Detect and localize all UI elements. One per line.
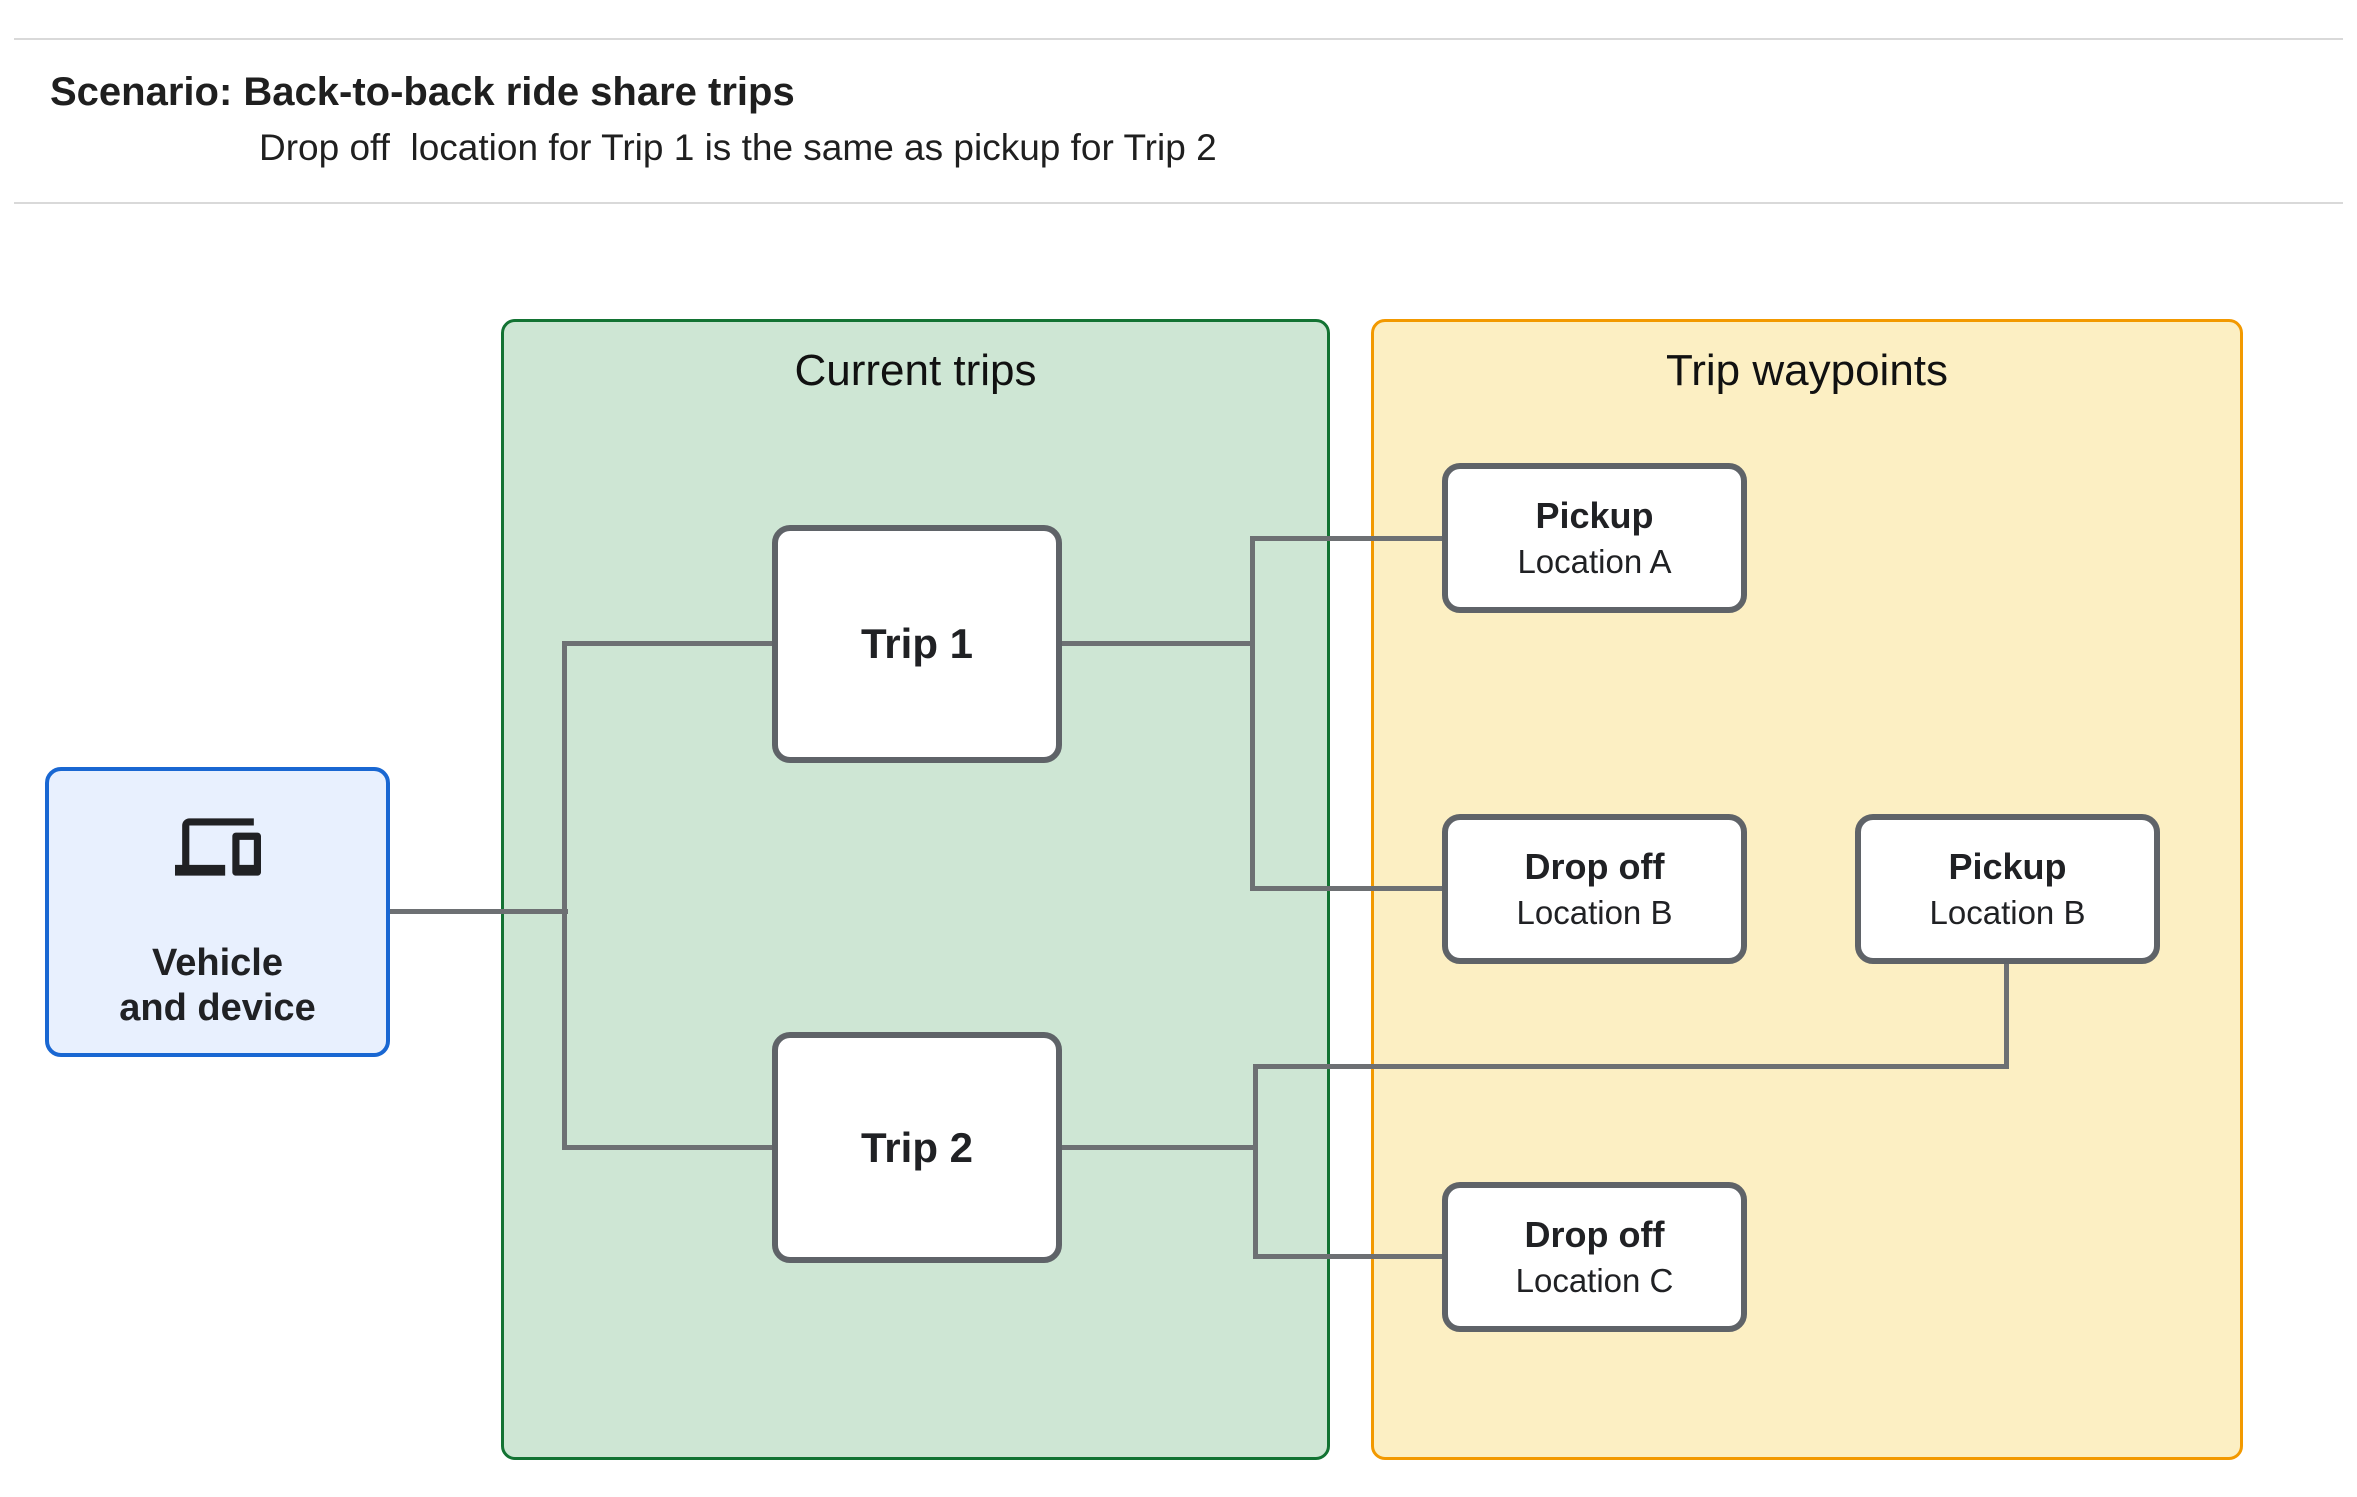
divider-bottom: [14, 202, 2343, 204]
trip-2-node: Trip 2: [772, 1032, 1062, 1263]
connector-to-dropoff-b: [1250, 886, 1442, 891]
connector-left-junction-vertical: [562, 641, 567, 1150]
waypoint-subtitle: Location B: [1929, 893, 2086, 931]
connector-trip2-out: [1062, 1145, 1258, 1150]
group-current-trips: [501, 319, 1330, 1460]
group-title-current-trips: Current trips: [794, 346, 1037, 395]
waypoint-dropoff-c-node: Drop off Location C: [1442, 1182, 1747, 1332]
vehicle-label-line2: and device: [119, 987, 316, 1029]
connector-trip1-junction-vertical: [1250, 536, 1255, 891]
connector-to-dropoff-c: [1253, 1254, 1442, 1259]
connector-trip1-out: [1062, 641, 1255, 646]
devices-icon: [174, 818, 261, 876]
waypoint-subtitle: Location A: [1517, 542, 1672, 580]
waypoint-title: Pickup: [1535, 494, 1654, 536]
trip-1-node: Trip 1: [772, 525, 1062, 763]
trip-2-label: Trip 2: [860, 1123, 974, 1171]
waypoint-pickup-b-node: Pickup Location B: [1855, 814, 2160, 964]
page-subtitle: Drop off location for Trip 1 is the same…: [259, 127, 1217, 168]
waypoint-title: Pickup: [1948, 845, 2067, 887]
vehicle-label-line1: Vehicle: [152, 942, 283, 984]
waypoint-subtitle: Location B: [1516, 893, 1673, 931]
group-title-trip-waypoints: Trip waypoints: [1665, 346, 1949, 395]
connector-pickup-b-drop: [2004, 960, 2009, 1069]
connector-junction-to-trip2: [562, 1145, 772, 1150]
vehicle-node: Vehicle and device: [45, 767, 390, 1057]
waypoint-title: Drop off: [1524, 845, 1665, 887]
waypoint-dropoff-b-node: Drop off Location B: [1442, 814, 1747, 964]
connector-junction-to-trip1: [562, 641, 772, 646]
page-title: Scenario: Back-to-back ride share trips: [50, 70, 795, 114]
connector-vehicle-to-junction: [388, 909, 568, 914]
connector-to-pickup-a: [1250, 536, 1442, 541]
connector-trip2-junction-vertical: [1253, 1064, 1258, 1259]
waypoint-subtitle: Location C: [1515, 1261, 1674, 1299]
vehicle-label: Vehicle and device: [49, 941, 386, 1031]
connector-trip2-to-pickup-b: [1253, 1064, 2009, 1069]
waypoint-title: Drop off: [1524, 1213, 1665, 1255]
divider-top: [14, 38, 2343, 40]
waypoint-pickup-a-node: Pickup Location A: [1442, 463, 1747, 613]
trip-1-label: Trip 1: [860, 620, 974, 667]
